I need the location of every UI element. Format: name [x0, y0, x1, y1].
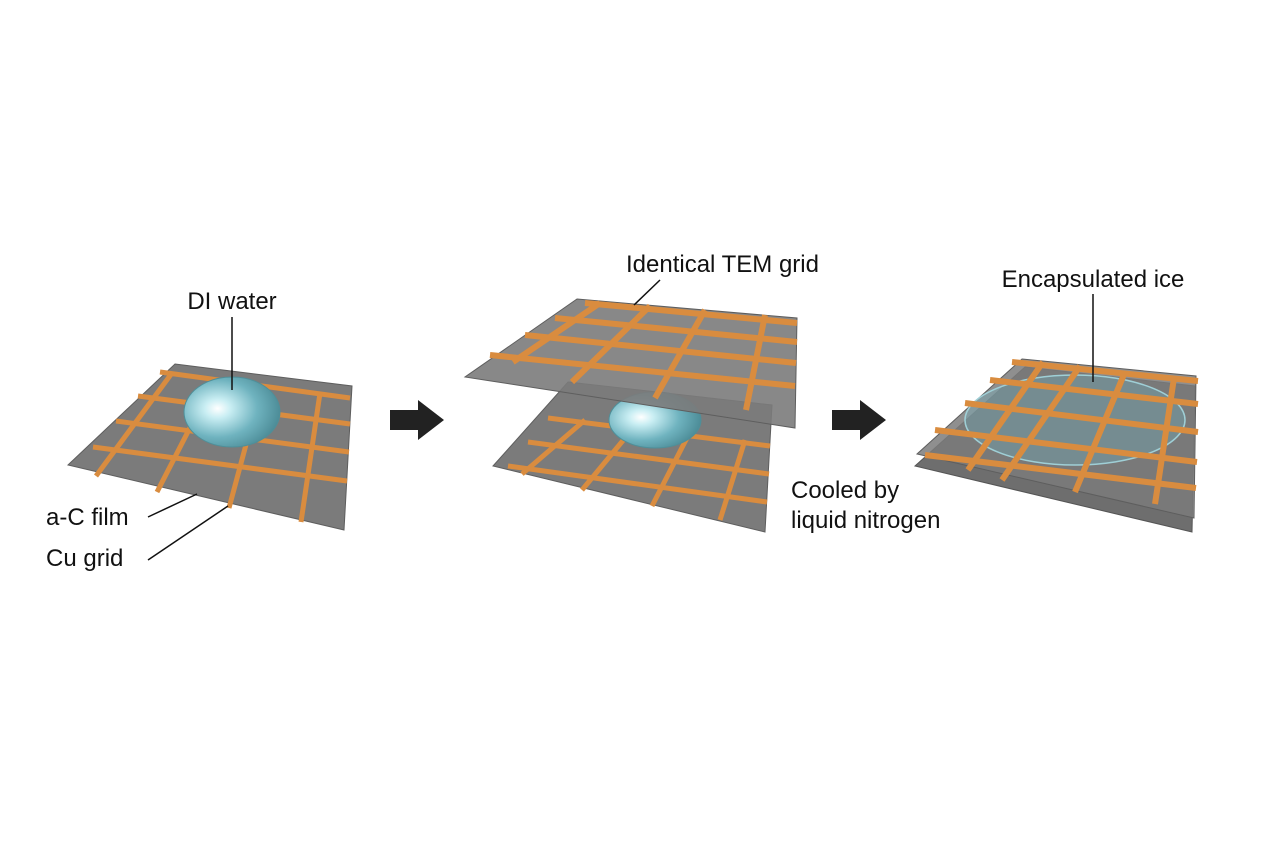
- identical-tem-grid-label: Identical TEM grid: [626, 251, 819, 278]
- top-cu-grid-mesh: [489, 300, 798, 411]
- process-arrow-2: [832, 400, 886, 440]
- cu-grid-mesh: [924, 359, 1199, 505]
- leader-lines: [147, 317, 233, 561]
- cooled-label-line-1: Cooled by: [791, 477, 899, 504]
- ac-film-label: a-C film: [46, 504, 129, 531]
- ac-film-sheet: [66, 363, 353, 531]
- process-arrow-1: [390, 400, 444, 440]
- encapsulated-ice-label: Encapsulated ice: [1002, 266, 1185, 293]
- step-2-stacking: Identical TEM grid: [463, 251, 819, 533]
- cooled-label-line-2: liquid nitrogen: [791, 507, 940, 534]
- step-1-grid-with-droplet: DI water a-C film Cu grid: [46, 288, 353, 572]
- di-water-label: DI water: [187, 288, 276, 315]
- leader-line: [633, 279, 661, 306]
- step-3-encapsulated: Encapsulated ice: [913, 266, 1199, 533]
- cu-grid-label: Cu grid: [46, 545, 123, 572]
